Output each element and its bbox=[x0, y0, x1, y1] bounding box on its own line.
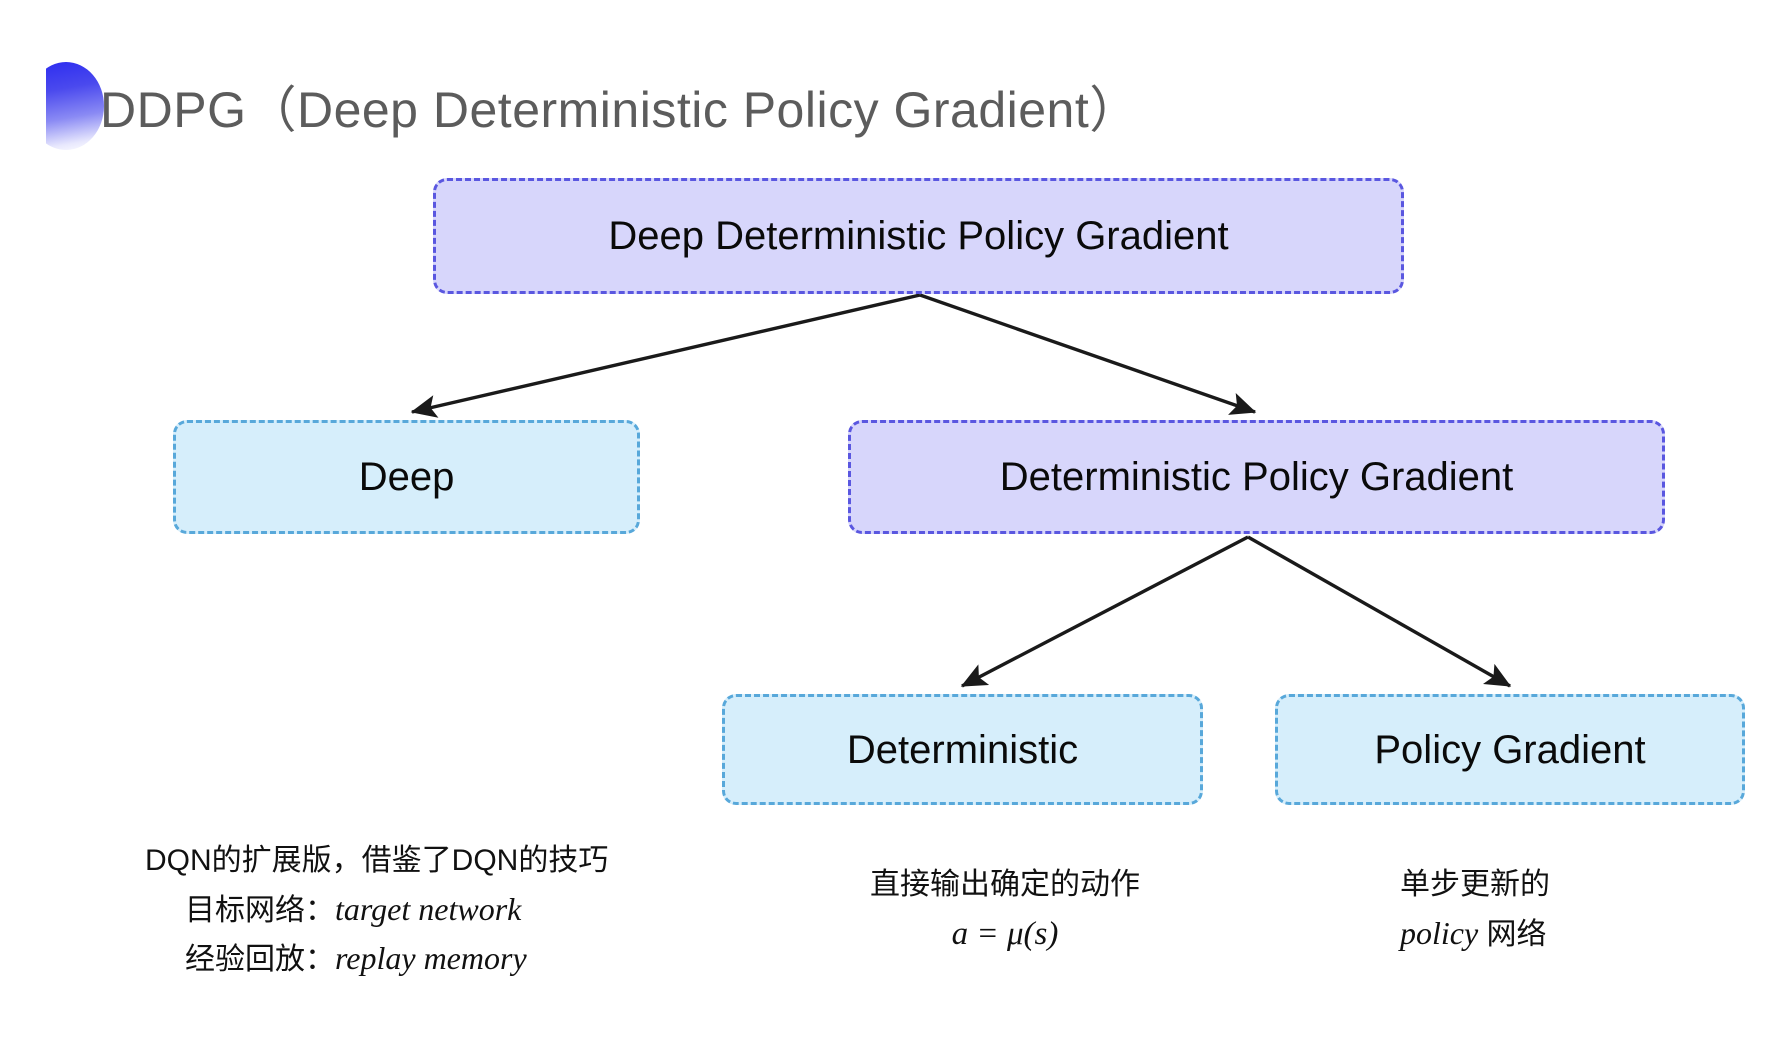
caption-policy-gradient: 单步更新的 policy 网络 bbox=[1400, 862, 1550, 958]
caption-deterministic-line-1: 直接输出确定的动作 bbox=[870, 868, 1140, 901]
node-deterministic-policy-gradient[interactable]: Deterministic Policy Gradient bbox=[848, 420, 1665, 534]
edge-root-to-dpg bbox=[919, 293, 1257, 415]
caption-policy-gradient-line-2: policy 网络 bbox=[1400, 909, 1550, 959]
node-label: Deep Deterministic Policy Gradient bbox=[608, 214, 1229, 258]
caption-policy-gradient-rest: 网络 bbox=[1478, 917, 1547, 951]
caption-deep-line-2-label: 目标网络： bbox=[185, 893, 335, 927]
caption-deep: DQN的扩展版，借鉴了DQN的技巧 目标网络：target network 经验… bbox=[145, 838, 608, 984]
bullet-left-crop-mask bbox=[0, 50, 46, 165]
node-deterministic[interactable]: Deterministic bbox=[722, 694, 1203, 805]
caption-deterministic: 直接输出确定的动作 a = μ(s) bbox=[845, 862, 1165, 960]
caption-deep-line-2-term: target network bbox=[335, 890, 522, 927]
caption-deterministic-formula: a = μ(s) bbox=[951, 915, 1059, 952]
node-deep[interactable]: Deep bbox=[173, 420, 640, 534]
caption-deep-line-2: 目标网络：target network bbox=[145, 885, 608, 935]
edge-dpg-to-policy-gradient bbox=[1247, 535, 1512, 688]
node-label: Deterministic bbox=[846, 727, 1079, 772]
caption-deep-line-3-term: replay memory bbox=[335, 940, 527, 977]
edge-root-to-deep bbox=[410, 293, 921, 418]
caption-deep-line-1: DQN的扩展版，借鉴了DQN的技巧 bbox=[145, 844, 609, 877]
node-label: Policy Gradient bbox=[1374, 727, 1646, 772]
node-deep-deterministic-policy-gradient[interactable]: Deep Deterministic Policy Gradient bbox=[433, 178, 1404, 294]
node-policy-gradient[interactable]: Policy Gradient bbox=[1275, 694, 1745, 805]
edge-dpg-to-deterministic bbox=[960, 535, 1249, 688]
caption-deep-line-3-label: 经验回放： bbox=[185, 943, 335, 977]
page-title: DDPG（Deep Deterministic Policy Gradient） bbox=[100, 82, 1140, 138]
node-label: Deterministic Policy Gradient bbox=[999, 455, 1514, 499]
caption-policy-gradient-term: policy bbox=[1400, 914, 1479, 951]
caption-policy-gradient-line-1: 单步更新的 bbox=[1400, 868, 1550, 901]
caption-deep-line-3: 经验回放：replay memory bbox=[145, 934, 608, 984]
node-label: Deep bbox=[358, 455, 455, 499]
